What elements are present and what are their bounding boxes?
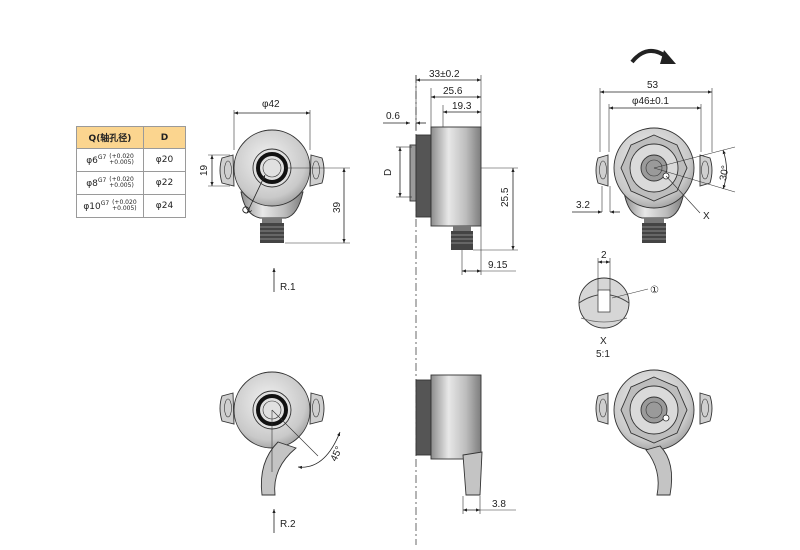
angle-45: 45° [329, 445, 345, 463]
front-view: φ42 19 39 Q R.1 [199, 99, 350, 293]
detail-x-label: X [600, 336, 607, 347]
front-dia-label: φ42 [262, 99, 280, 110]
side-dim-915: 9.15 [488, 260, 508, 271]
back-x-label: X [703, 211, 710, 222]
front-height-39: 39 [332, 201, 343, 213]
tolerance-class: G7 [97, 153, 107, 161]
d-cell: φ20 [143, 148, 186, 172]
front-height-19: 19 [199, 164, 210, 176]
back-dim-32: 3.2 [576, 200, 590, 211]
shaft-spec-table: Q(轴孔径) D φ6G7 (+0.020+0.005) φ20 φ8G7 (+… [76, 126, 186, 218]
side-view-rotated: 3.8 [415, 374, 516, 514]
back-view-rotated [595, 369, 713, 496]
tolerance-class: G7 [97, 176, 107, 184]
front-view-rotated: 45° R.2 [219, 371, 345, 533]
detail-scale: 5:1 [596, 349, 610, 360]
detail-x: 2 ① X 5:1 [578, 250, 659, 360]
back-dim-46: φ46±0.1 [632, 96, 669, 107]
q-value: φ8 [86, 178, 98, 189]
side-dim-38: 3.8 [492, 499, 506, 510]
r1-label: R.1 [280, 282, 296, 293]
table-row: φ6G7 (+0.020+0.005) φ20 [76, 148, 186, 172]
side-d-label: D [383, 169, 394, 176]
q-value: φ6 [86, 155, 98, 166]
side-dim-256: 25.6 [443, 86, 463, 97]
table-row: φ10G7 (+0.020+0.005) φ24 [76, 194, 186, 218]
q-cell: φ6G7 (+0.020+0.005) [76, 148, 144, 172]
tol-lower: +0.005) [109, 182, 134, 190]
d-cell: φ24 [143, 194, 186, 218]
header-d: D [143, 126, 186, 149]
side-view: 33±0.2 25.6 19.3 0.6 D 25.5 9.15 [383, 69, 518, 545]
tol-upper: (+0.020 [109, 176, 134, 184]
q-value: φ10 [83, 201, 101, 212]
tol-upper: (+0.020 [112, 199, 137, 207]
tolerance-stack: (+0.020+0.005) [109, 154, 134, 166]
detail-dim-2: 2 [601, 250, 607, 261]
detail-callout: ① [650, 285, 659, 296]
back-dim-53: 53 [647, 80, 659, 91]
side-dim-33: 33±0.2 [429, 69, 460, 80]
side-dim-06: 0.6 [386, 111, 400, 122]
q-cell: φ10G7 (+0.020+0.005) [76, 194, 144, 218]
tolerance-stack: (+0.020+0.005) [109, 177, 134, 189]
back-view: 53 φ46±0.1 30° 3.2 X [572, 49, 736, 243]
tolerance-stack: (+0.020+0.005) [112, 200, 137, 212]
d-cell: φ22 [143, 171, 186, 195]
table-header-row: Q(轴孔径) D [76, 126, 186, 149]
r2-label: R.2 [280, 519, 296, 530]
side-dim-255: 25.5 [500, 187, 511, 207]
tol-upper: (+0.020 [109, 153, 134, 161]
tolerance-class: G7 [100, 199, 110, 207]
side-dim-193: 19.3 [452, 101, 472, 112]
back-angle-30: 30° [718, 165, 731, 182]
tol-lower: +0.005) [109, 159, 134, 167]
table-row: φ8G7 (+0.020+0.005) φ22 [76, 171, 186, 195]
header-q: Q(轴孔径) [76, 126, 144, 149]
tol-lower: +0.005) [112, 205, 137, 213]
q-cell: φ8G7 (+0.020+0.005) [76, 171, 144, 195]
